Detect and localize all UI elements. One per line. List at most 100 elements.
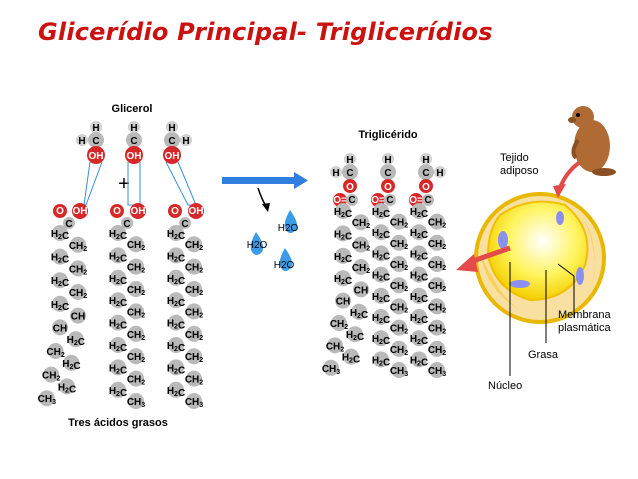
svg-text:O: O [422,182,430,193]
triglyceride-chain-2-unit-label: H2C [372,313,390,326]
fatty-acid-2-atom [110,247,126,264]
fatty-acid-2-atom [110,292,126,309]
reaction-arrow-icon [222,172,308,189]
fatty-acid-chains: H2CCH2H2CCH2H2CCH2H2CCHCHH2CCH2H2CCH2H2C… [38,225,203,409]
fatty-acid-3-unit-label: H2C [167,341,185,354]
triglyceride-chain-2-unit-label: H2C [372,228,390,241]
fatty-acid-3-unit-label: CH2 [185,352,203,364]
fatty-acid-2-atom [110,225,126,241]
svg-text:C: C [346,168,353,179]
fatty-acid-2-unit-label: CH2 [127,352,145,364]
triglyceride-chain-3-unit-label: CH2 [428,281,446,293]
fatty-acid-1-unit-label: CH2 [69,264,87,276]
fatty-acid-3-unit-label: H2C [167,386,185,399]
svg-text:O=: O= [409,195,423,206]
triglyceride-chain-2-unit-label: CH2 [390,260,408,272]
triglyceride-chain-1-unit-label: H2C [346,330,364,343]
fatty-acid-1-unit-label: H2C [58,382,76,395]
triglyceride-chain-3-atom [429,256,445,272]
triglyceride-chain-3-unit-label: CH3 [428,366,446,378]
triglyceride-chain-3-unit-label: CH2 [428,324,446,336]
fatty-acid-2-atom [128,236,144,253]
fatty-acid-1-atom [38,390,55,407]
triglyceride-chain-3-atom [411,330,427,347]
triglyceride-chain-2-atom [391,277,407,294]
fatty-acid-1-atom [63,354,80,371]
fatty-acid-1-atom [70,260,86,277]
fatty-acid-2-atom [110,314,126,331]
svg-text:C: C [384,168,391,179]
fatty-acid-1-unit-label: CH2 [69,288,87,300]
svg-text:H: H [332,168,339,179]
triglyceride-chain-2-atom [373,203,389,219]
svg-text:OH: OH [131,206,146,217]
triglyceride-chain-1-atom [335,225,351,242]
triglyceride-chain-3-unit-label: H2C [410,249,428,262]
fatty-acid-3-unit-label: CH2 [185,330,203,342]
triglyceride-chain-3-atom [411,245,427,262]
fatty-acid-2-atom [128,303,144,320]
fatty-acid-2-unit-label: CH2 [127,307,145,319]
fatty-acid-2-unit-label: H2C [109,363,127,376]
triglyceride-chain-1-atom [353,214,369,231]
triglyceride-chain-3-atom [411,309,427,325]
svg-text:C: C [65,219,72,230]
fatty-acid-1-atom [52,319,68,336]
svg-text:C: C [168,136,175,147]
fatty-acid-3-atom [186,393,202,409]
svg-text:OH: OH [165,151,180,162]
triglyceride-chain-3-unit-label: CH2 [428,260,446,272]
fatty-acid-1-unit-label: CH3 [38,394,56,406]
fatty-acid-2-atom [110,359,126,376]
triglyceride-chain-2-unit-label: CH2 [390,218,408,230]
fatty-acid-3-unit-label: H2C [167,319,185,332]
adipose-cell-illustration [456,160,606,324]
fatty-acid-3-atom [168,314,184,331]
triglyceride-chain-1-unit-label: H2C [334,229,352,242]
triglyceride-chain-2-atom [373,330,389,347]
fatty-acid-1-atom [47,343,64,359]
triglyceride-chain-2-unit-label: CH2 [390,281,408,293]
nucleus-shape [498,231,508,249]
fatty-acid-3-atom [168,247,184,264]
fatty-acid-1-unit-label: CH [53,323,67,334]
triglyceride-chain-2-unit-label: CH2 [390,345,408,357]
triglyceride-chain-1-unit-label: CH3 [322,364,340,376]
fatty-acid-1-atom [52,272,68,289]
triglyceride-backbone: C H H O C H O C H H O O= C O= C O= C [330,153,446,207]
triglyceride-chain-2-unit-label: H2C [372,355,390,368]
svg-text:H: H [384,155,391,166]
adipose-label-line1: Tejido [500,152,529,164]
triglyceride-chain-2-atom [373,224,389,241]
fatty-acid-heads: O OH C O OH C O OH C [53,203,204,230]
triglyceride-chain-3-unit-label: CH2 [428,239,446,251]
svg-text:H: H [92,123,99,134]
triglyceride-chain-2-unit-label: H2C [372,249,390,262]
triglyceride-chain-3-atom [411,266,427,283]
fatty-acid-2-atom [128,325,144,342]
fatty-acids-label: Tres ácidos grasos [68,417,168,429]
reaction-lines [83,161,197,206]
fatty-acid-2-atom [110,381,126,398]
fatty-acid-1-unit-label: CH [71,312,85,323]
adipose-label-line2: adiposo [500,165,539,177]
triglyceride-label: Triglicérido [358,129,418,141]
fatty-acid-2-unit-label: CH2 [127,330,145,342]
fatty-acid-3-atom [186,348,202,365]
svg-text:OH: OH [89,151,104,162]
fatty-acid-2-unit-label: H2C [109,296,127,309]
fatty-acid-1-atom [52,248,68,265]
triglyceride-chain-1-unit-label: CH2 [352,218,370,230]
fatty-acid-2-unit-label: H2C [109,386,127,399]
fatty-acid-3-unit-label: CH2 [185,240,203,252]
water-drop-icon: H2O [247,232,268,255]
triglyceride-chain-3-atom [411,224,427,241]
triglyceride-chain-1-atom [323,359,339,376]
fatty-acid-2-unit-label: H2C [109,229,127,242]
svg-text:H: H [422,155,429,166]
fatty-acid-1-atom [70,236,86,253]
triglyceride-chain-1-unit-label: H2C [334,274,352,287]
triglyceride-chain-3-atom [429,234,445,251]
triglyceride-chain-2-unit-label: H2C [372,271,390,284]
triglyceride-chain-2-unit-label: CH3 [390,366,408,378]
